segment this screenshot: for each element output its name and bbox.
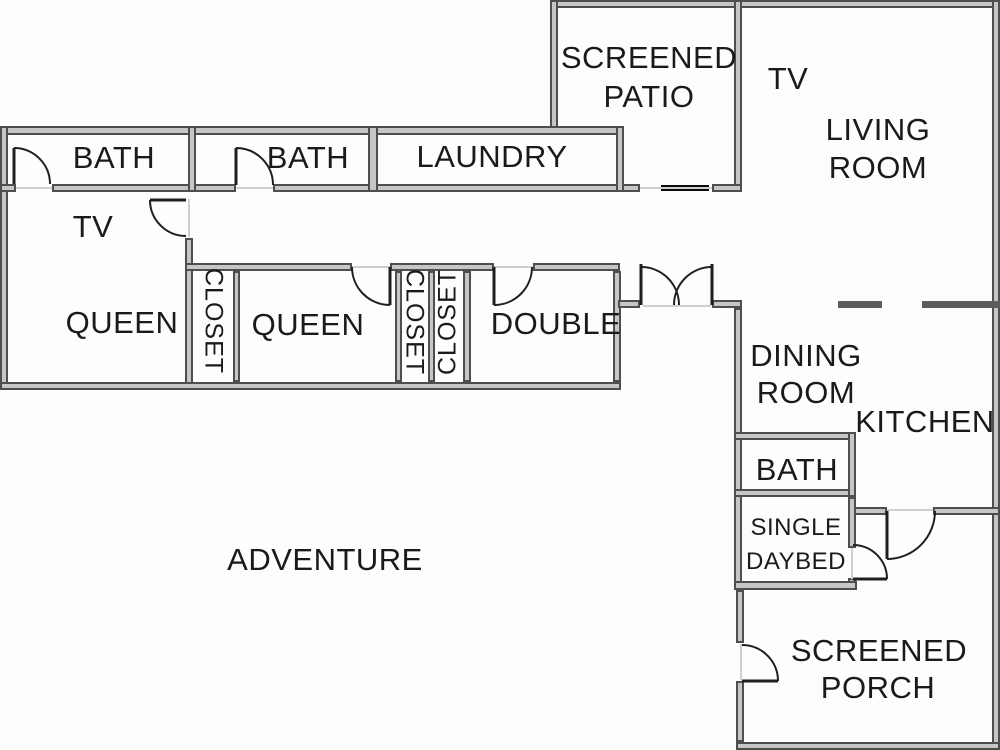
wall-bathrow-bottom	[0, 184, 16, 192]
room-label-single-daybed-line2: DAYBED	[746, 548, 846, 575]
room-label-queen2: QUEEN	[251, 307, 365, 342]
room-label-screened-patio-line2: PATIO	[603, 79, 695, 114]
door-arc-bath1	[13, 147, 51, 185]
wall-bath2-laundry-divider	[368, 126, 378, 192]
wall-daybed-right-upper	[848, 497, 856, 548]
wall-bathrow-bottom	[712, 184, 742, 192]
wall-porch-left-lower	[736, 681, 744, 742]
room-label-living-room-line2: ROOM	[828, 150, 928, 185]
counter-segment	[922, 301, 1000, 308]
room-label-laundry: LAUNDRY	[416, 139, 568, 174]
wall-bathrow-bottom	[273, 184, 640, 192]
wall-bedroom-top	[533, 263, 620, 271]
room-label-closet3: CLOSET	[433, 268, 462, 376]
room-label-tv-bedroom: TV	[72, 209, 114, 244]
door-arc-queen2	[351, 266, 391, 306]
wall-double-right	[613, 271, 621, 382]
room-label-tv-living: TV	[767, 61, 809, 96]
wall-porch-bottom	[736, 742, 1000, 750]
wall-bath1-bath2-divider	[188, 126, 196, 192]
wall-queen2-right	[395, 271, 402, 382]
door-arc-french-left	[640, 266, 680, 306]
wall-closet2-closet3-divider	[428, 271, 435, 382]
door-arc-double	[493, 266, 533, 306]
room-label-double: DOUBLE	[490, 306, 622, 341]
room-label-closet2: CLOSET	[400, 268, 429, 376]
door-arc-daybed	[852, 544, 888, 580]
room-label-single-daybed-line1: SINGLE	[750, 514, 842, 541]
wall-bedroom-bottom	[0, 382, 621, 390]
room-label-screened-patio-line1: SCREENED	[560, 40, 738, 75]
wall-frenchdoor-left-stub	[618, 300, 640, 308]
door-arc-tv-bedroom	[149, 199, 187, 237]
room-label-closet1: CLOSET	[199, 267, 228, 375]
wall-daybed-bottom	[734, 581, 857, 590]
room-label-bath1: BATH	[72, 140, 156, 175]
wall-closet1-right	[233, 271, 240, 382]
room-label-dining-room-line1: DINING	[750, 338, 862, 373]
door-arc-porch	[741, 644, 779, 682]
room-label-living-room-line1: LIVING	[825, 112, 931, 147]
wall-laundry-right	[616, 126, 624, 192]
wall-porch-left-upper	[736, 590, 744, 643]
wall-bathrow-bottom	[52, 184, 236, 192]
room-label-bath3: BATH	[755, 452, 839, 487]
door-arc-bath2	[235, 147, 274, 186]
room-label-screened-porch-line2: PORCH	[820, 670, 936, 705]
room-label-screened-porch-line1: SCREENED	[790, 633, 968, 668]
door-thresholds	[16, 187, 933, 680]
room-label-bath2: BATH	[266, 140, 350, 175]
door-arc-french-right	[673, 266, 713, 306]
room-label-kitchen: KITCHEN	[855, 404, 995, 439]
wall-bath3-right	[848, 432, 856, 497]
wall-closet3-right	[463, 271, 471, 382]
room-label-adventure: ADVENTURE	[227, 542, 423, 577]
door-arc-kitchen	[886, 510, 936, 560]
counter-segment	[838, 301, 882, 308]
room-label-dining-room-line2: ROOM	[756, 375, 856, 410]
room-label-queen1: QUEEN	[65, 305, 179, 340]
